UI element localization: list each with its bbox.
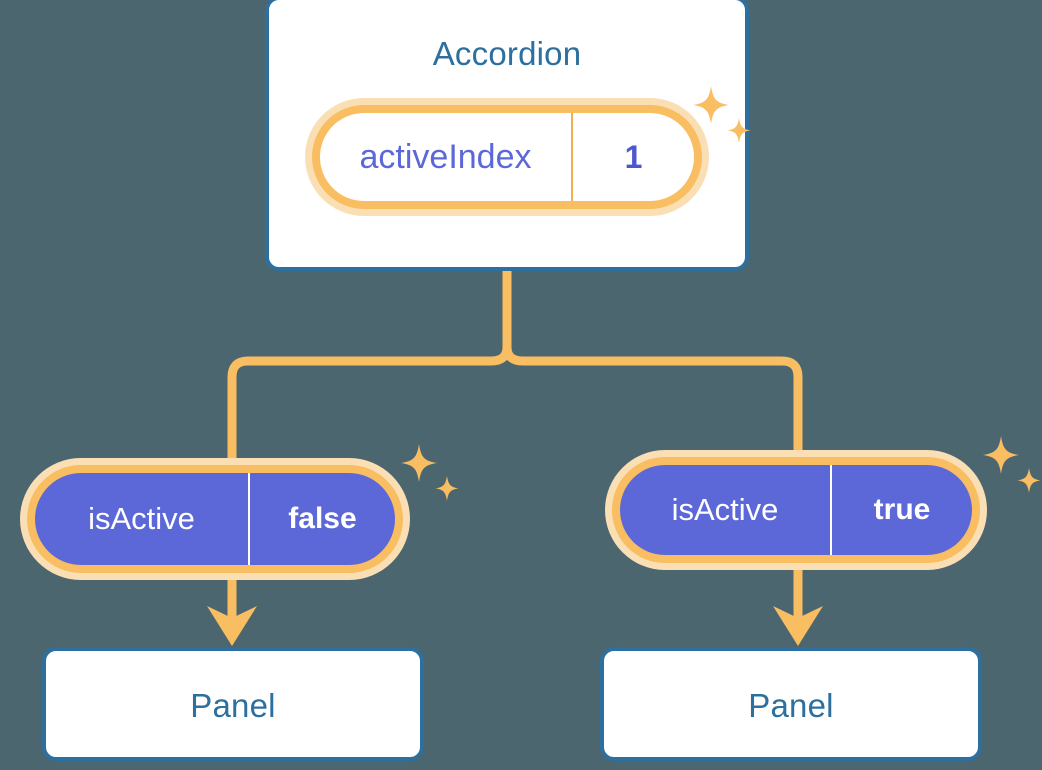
accordion-card-title: Accordion	[432, 35, 582, 72]
arrow-heads	[207, 606, 823, 646]
down-arrow-icon-right	[773, 606, 823, 646]
state-pill-ring: isActive true	[612, 457, 980, 563]
state-pill-key: isActive	[35, 473, 250, 565]
state-pill-body: isActive false	[35, 473, 395, 565]
panel-component-card-left[interactable]: Panel	[42, 647, 424, 761]
down-arrow-icon-left	[207, 606, 257, 646]
state-pill-body: isActive true	[620, 465, 972, 555]
state-pill-is-active-false[interactable]: isActive false	[20, 458, 410, 580]
connector-branch-right	[502, 342, 803, 475]
panel-card-title: Panel	[748, 687, 834, 724]
panel-card-title: Panel	[190, 687, 276, 724]
state-pill-ring: activeIndex 1	[312, 105, 702, 209]
state-pill-value: true	[873, 493, 931, 526]
state-pill-active-index[interactable]: activeIndex 1	[305, 98, 709, 216]
state-pill-value: 1	[624, 138, 643, 175]
state-pill-key: activeIndex	[320, 113, 573, 201]
connector-branch-left	[227, 342, 512, 475]
state-pill-key: isActive	[620, 465, 832, 555]
panel-component-card-right[interactable]: Panel	[600, 647, 982, 761]
state-pill-is-active-true[interactable]: isActive true	[605, 450, 987, 570]
state-pill-body: activeIndex 1	[320, 113, 694, 201]
state-pill-value: false	[288, 502, 357, 535]
state-pill-ring: isActive false	[27, 465, 403, 573]
